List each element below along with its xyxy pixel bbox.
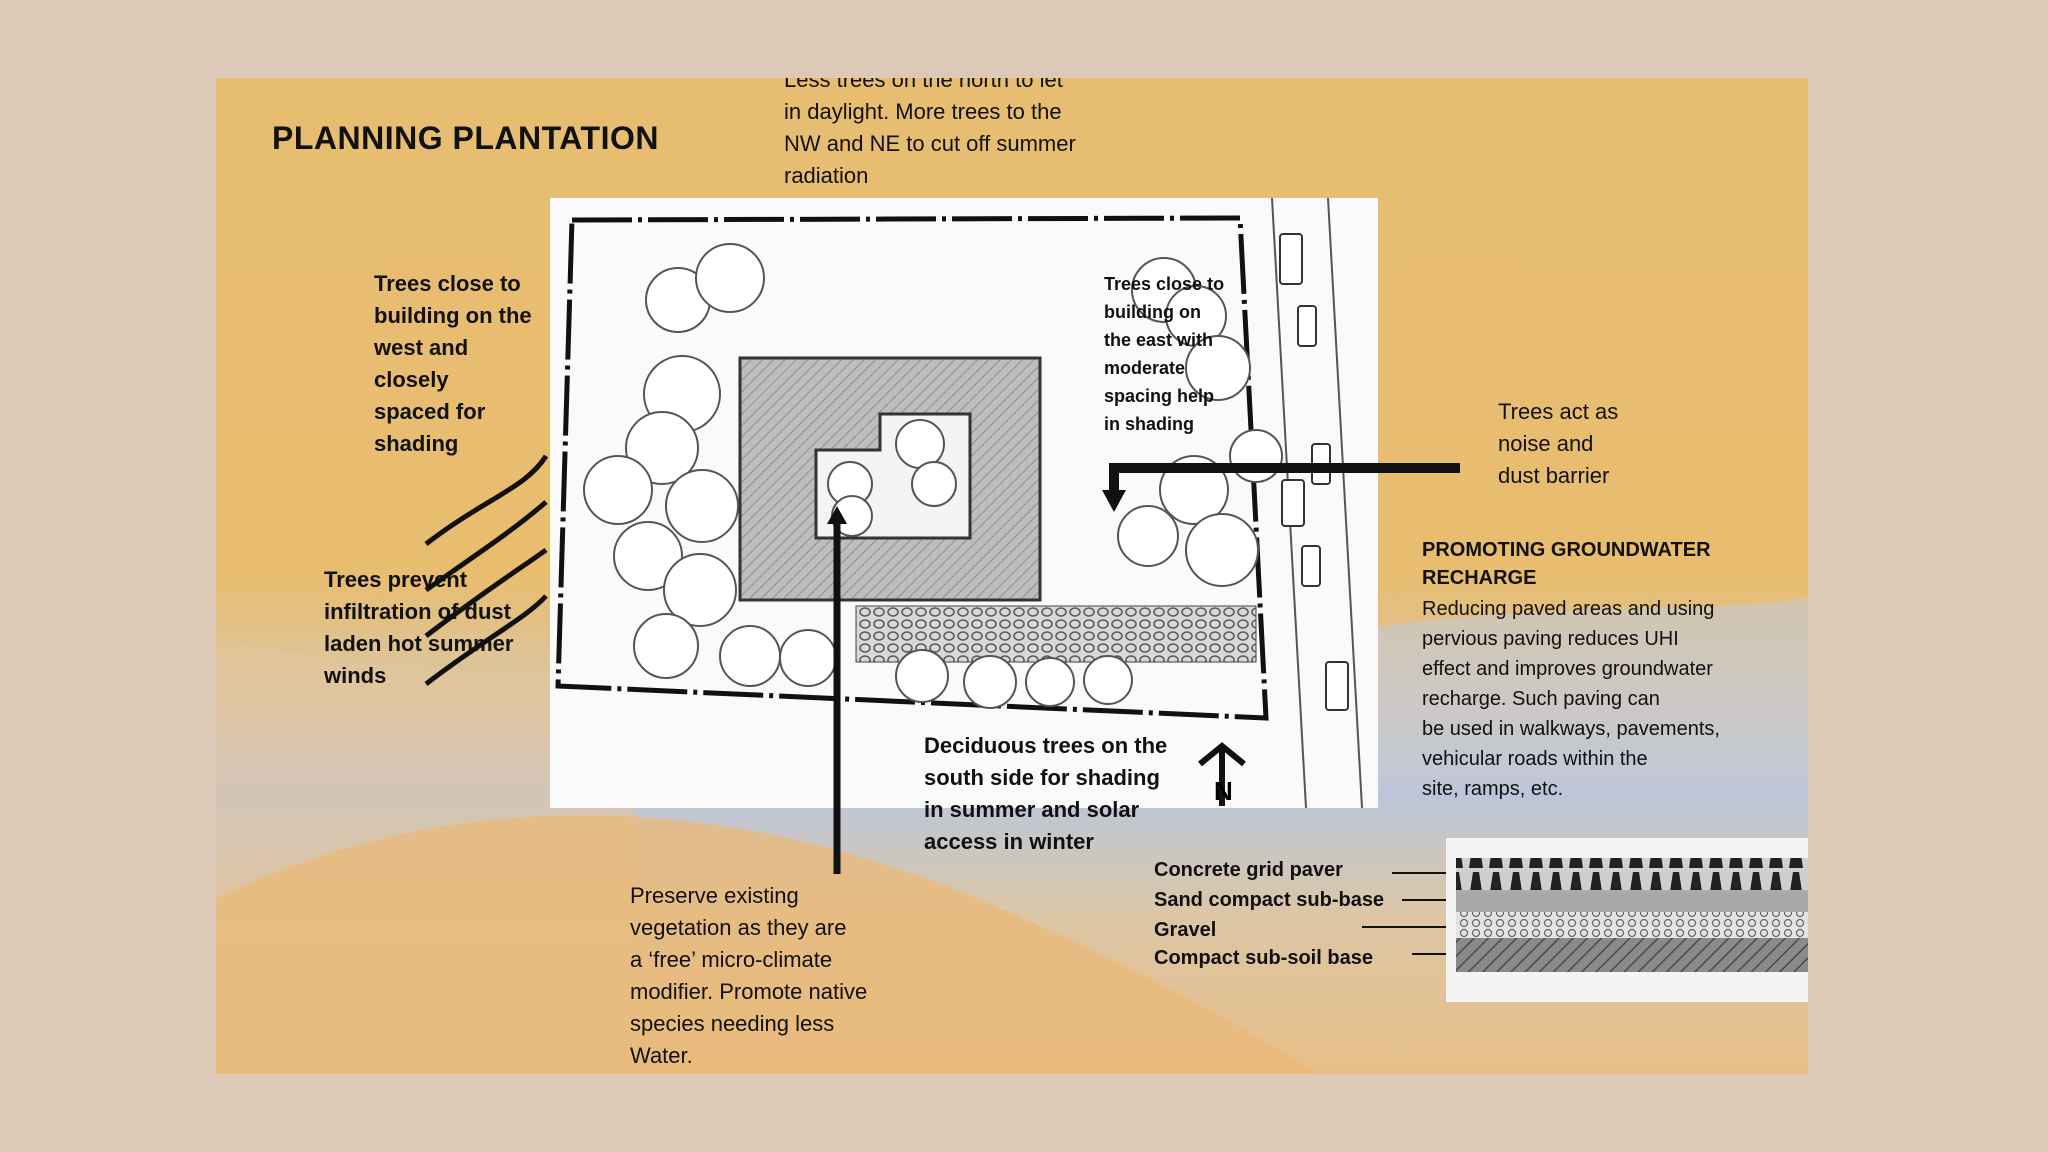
layer-gravel	[1456, 912, 1808, 938]
slide: PLANNING PLANTATION	[216, 78, 1808, 1074]
haze-band	[1316, 598, 1808, 778]
layer-concrete-grid-paver	[1456, 858, 1808, 890]
paving-layer-label: Gravel	[1154, 919, 1217, 941]
site-boundary	[555, 215, 1269, 721]
paving-section-drawing	[1456, 858, 1808, 972]
parked-cars	[1279, 233, 1349, 711]
note-west-trees: Trees close to building on the west and …	[374, 271, 532, 456]
paving-layer-label: Sand compact sub-base	[1154, 889, 1385, 911]
north-arrow	[1198, 742, 1246, 806]
tree-symbols	[583, 243, 1283, 709]
site-plan-drawing: N	[555, 198, 1363, 808]
layer-sand-sub-base	[1456, 890, 1808, 912]
note-noise-barrier: Trees act as noise and dust barrier	[1498, 399, 1619, 488]
paving-section-panel	[1446, 838, 1808, 1002]
layer-sub-soil-base	[1456, 938, 1808, 972]
site-plan-panel: N	[550, 198, 1378, 808]
desert-background	[216, 598, 1808, 1074]
note-dust-winds: Trees prevent infiltration of dust laden…	[324, 567, 514, 688]
page-title: PLANNING PLANTATION	[272, 120, 659, 156]
front-dune	[216, 815, 1316, 1074]
note-east-trees: Trees close to building on the east with…	[1104, 274, 1225, 434]
groundwater-body: Reducing paved areas and using pervious …	[1422, 598, 1720, 800]
note-south-deciduous: Deciduous trees on the south side for sh…	[924, 733, 1168, 854]
groundwater-heading: PROMOTING GROUNDWATER RECHARGE	[1422, 539, 1711, 589]
paving-layer-label: Concrete grid paver	[1154, 859, 1343, 881]
north-label: N	[1214, 776, 1233, 806]
paving-layer-label: Compact sub-soil base	[1154, 947, 1373, 969]
note-north-trees: Less trees on the north to let in daylig…	[784, 78, 1076, 188]
note-preserve-vegetation: Preserve existing vegetation as they are…	[630, 883, 868, 1068]
